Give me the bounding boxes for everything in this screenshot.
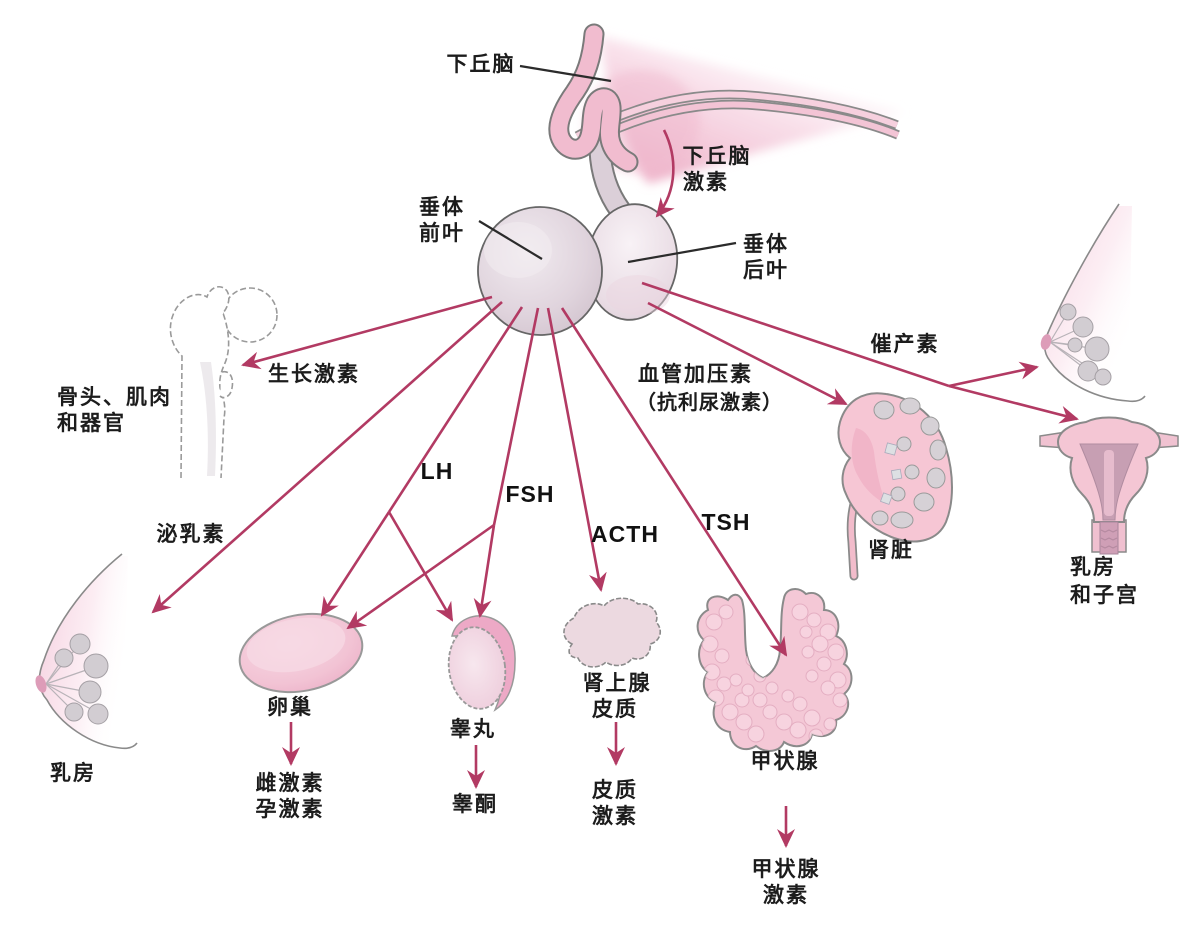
oxytocin-label: 催产素 (871, 332, 940, 356)
pituitary-anterior-lobe (477, 206, 603, 336)
adrenal-label-2: 皮质 (592, 698, 638, 721)
ovary-label: 卵巢 (267, 695, 313, 719)
femur-head (222, 287, 278, 343)
pituitary-stalk (588, 138, 632, 222)
prolactin-label: 泌乳素 (157, 522, 226, 546)
hypothalamic-hormones-label-1: 下丘脑 (683, 144, 752, 168)
fsh-arrows (346, 307, 540, 630)
hypothalamus-tube (548, 23, 639, 173)
testis (447, 615, 516, 712)
bones-muscles-label-2: 和器官 (57, 411, 126, 435)
breast-uterus-label-2: 和子宫 (1070, 583, 1139, 607)
anterior-pituitary-label-1: 垂体 (419, 196, 465, 219)
tsh-label: TSH (702, 509, 751, 535)
breast-left-label: 乳房 (50, 761, 96, 785)
prolactin-arrow (151, 301, 503, 614)
testosterone-label: 睾酮 (452, 792, 498, 816)
estrogen-label-1: 雌激素 (256, 771, 325, 795)
posterior-pituitary-label-1: 垂体 (743, 233, 789, 256)
brain-membrane (574, 89, 900, 151)
hypothalamic-hormones-label-2: 激素 (683, 170, 729, 194)
breast-right-lobules (1059, 303, 1112, 386)
pointer-lines (478, 64, 737, 264)
growth-hormone-arrow (241, 295, 493, 370)
pituitary-gland (477, 203, 679, 336)
uterus (1039, 416, 1179, 555)
femur-shaft (169, 285, 230, 479)
lh-arrows (320, 306, 524, 622)
thyroid-texture (701, 603, 848, 744)
oxytocin-arrows (641, 281, 1079, 424)
hypothalamus-label: 下丘脑 (447, 52, 516, 76)
anterior-pituitary-pointer (478, 220, 543, 260)
growth-hormone-label: 生长激素 (268, 362, 360, 386)
ovary (238, 612, 364, 694)
kidney (837, 392, 953, 581)
acth-label: ACTH (591, 521, 659, 547)
hormone-arrows (151, 129, 1079, 848)
anterior-pituitary-label-2: 前叶 (419, 221, 465, 245)
vasopressin-label-2: （抗利尿激素） (636, 390, 783, 414)
fsh-label: FSH (506, 481, 555, 507)
lh-label: LH (421, 458, 454, 484)
breast-uterus-label-1: 乳房 (1070, 555, 1116, 579)
breast-left-nipple (35, 675, 47, 693)
breast-left-lobules (54, 633, 109, 725)
cortical-hormones-label-2: 激素 (592, 804, 638, 828)
breast-right (1040, 203, 1146, 403)
vasopressin-arrow (647, 301, 848, 406)
posterior-pituitary-label-2: 后叶 (743, 259, 789, 282)
adrenal-cortex (563, 597, 662, 668)
kidney-pyramids (871, 397, 947, 529)
thyroid-label: 甲状腺 (751, 749, 820, 773)
breast-right-nipple (1040, 334, 1052, 350)
adrenal-label-1: 肾上腺 (583, 671, 652, 695)
thyroid-hormones-label-2: 激素 (763, 883, 809, 907)
acth-arrow (546, 307, 607, 592)
vagina-ribs (1100, 529, 1118, 549)
thyroid-hormones-label-1: 甲状腺 (752, 857, 821, 881)
femur-bone (169, 285, 278, 479)
vasopressin-label-1: 血管加压素 (638, 362, 753, 386)
hypothalamic-hormone-arrow (655, 129, 675, 218)
testis-label: 睾丸 (450, 717, 496, 741)
thyroid (696, 588, 853, 752)
posterior-pituitary-pointer (627, 241, 737, 264)
estrogen-label-2: 孕激素 (256, 797, 325, 821)
cortical-hormones-label-1: 皮质 (592, 779, 638, 802)
femur-bump (219, 370, 234, 399)
kidney-label: 肾脏 (868, 538, 914, 562)
kidney-calyces (880, 442, 903, 505)
bones-muscles-label-1: 骨头、肌肉 (57, 386, 172, 409)
tsh-arrow (560, 307, 788, 657)
hypothalamus-pointer (519, 64, 612, 83)
breast-left (35, 553, 138, 750)
brain-hypothalamus (548, 23, 905, 222)
labels: 下丘脑 下丘脑 激素 垂体 前叶 垂体 后叶 生长激素 骨头、肌肉 和器官 泌乳… (50, 52, 1139, 907)
